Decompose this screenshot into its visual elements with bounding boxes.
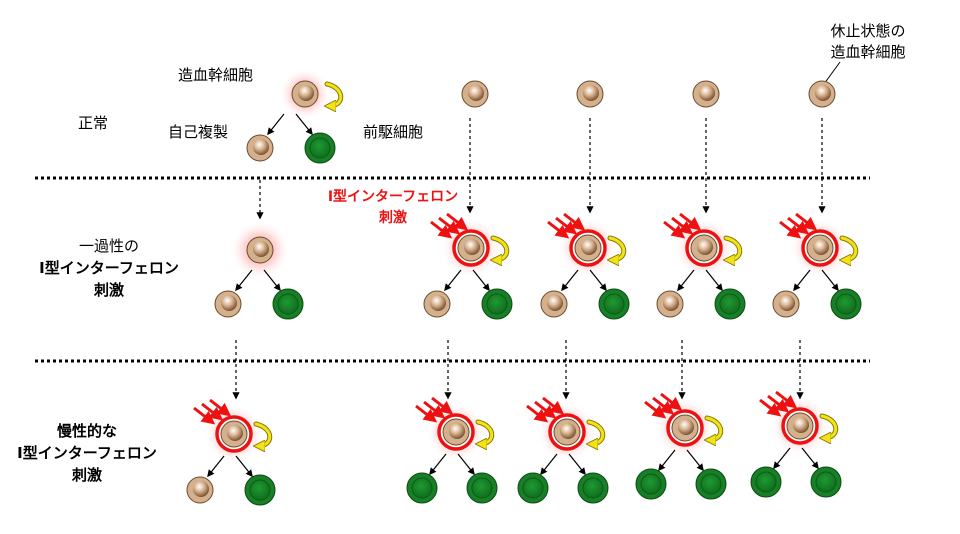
division-arrow-left (793, 269, 811, 292)
progenitor-nucleus (835, 293, 857, 315)
hsc-nucleus (468, 85, 484, 101)
label-quiescent-hsc-1: 休止状態の (830, 22, 905, 40)
self-renewal-arrow (589, 420, 605, 444)
self-renewal-arrow (493, 236, 509, 260)
division-arrow-left (773, 447, 791, 470)
label-quiescent-hsc-2: 造血幹細胞 (830, 43, 905, 61)
progenitor-nucleus (719, 293, 741, 315)
ifn-stimulus-arrow (775, 390, 798, 409)
row-label-transient-1: 一過性の (79, 237, 139, 255)
progenitor-nucleus (603, 293, 625, 315)
row-label-chronic-3: 刺激 (72, 466, 103, 484)
hsc-nucleus (663, 295, 679, 311)
hsc-nucleus (793, 417, 809, 433)
division-arrow-right (457, 453, 475, 476)
label-progenitor: 前駆細胞 (363, 123, 423, 141)
ifn-stimulus-arrow (446, 212, 469, 231)
self-renewal-arrow (707, 416, 723, 440)
self-renewal-arrow (822, 414, 838, 438)
progenitor-nucleus (411, 477, 433, 499)
hsc-nucleus (583, 85, 599, 101)
self-renewal-arrow (610, 236, 626, 260)
ifn-stimulus-arrow (795, 212, 818, 231)
division-arrow-left (658, 449, 676, 472)
row-label-transient-3: 刺激 (94, 281, 125, 299)
division-arrow-left (429, 453, 447, 476)
division-arrow-left (444, 269, 462, 292)
self-renewal-arrow (256, 422, 272, 446)
progenitor-nucleus (755, 471, 777, 493)
label-hsc: 造血幹細胞 (178, 66, 253, 84)
progenitor-nucleus (640, 473, 662, 495)
ifn-stimulus-arrow (209, 398, 232, 417)
hsc-nucleus (253, 139, 269, 155)
progenitor-nucleus (471, 477, 493, 499)
division-arrow-right (705, 269, 723, 292)
hsc-nucleus (813, 239, 829, 255)
hsc-nucleus (547, 295, 563, 311)
hsc-nucleus (678, 419, 694, 435)
hsc-nucleus (697, 239, 713, 255)
division-arrow-right (295, 113, 313, 136)
division-arrow-right (235, 455, 253, 478)
self-renewal-arrow (478, 420, 494, 444)
progenitor-nucleus (309, 137, 331, 159)
hsc-nucleus (227, 425, 243, 441)
self-renewal-arrow (327, 82, 343, 106)
row-label-chronic-2: I型インターフェロン (17, 444, 157, 462)
progenitor-nucleus (249, 479, 271, 501)
label-ifn-stimulus-2: 刺激 (379, 209, 407, 226)
division-arrow-right (686, 449, 704, 472)
row-label-transient-2: I型インターフェロン (39, 259, 179, 277)
division-arrow-left (677, 269, 695, 292)
label-self-renewal: 自己複製 (168, 123, 228, 141)
row-label-normal: 正常 (78, 114, 108, 132)
division-arrow-right (472, 269, 490, 292)
label-ifn-stimulus-1: I型インターフェロン (328, 188, 458, 205)
hsc-nucleus (581, 239, 597, 255)
division-arrow-left (235, 269, 253, 292)
ifn-stimulus-arrow (660, 392, 683, 411)
progenitor-nucleus (277, 293, 299, 315)
hsc-nucleus (779, 295, 795, 311)
hsc-nucleus (430, 295, 446, 311)
hsc-nucleus (560, 423, 576, 439)
division-arrow-right (263, 269, 281, 292)
hsc-nucleus (449, 423, 465, 439)
division-arrow-right (568, 453, 586, 476)
progenitor-nucleus (486, 293, 508, 315)
row-label-chronic-1: 慢性的な (57, 422, 117, 440)
hsc-nucleus (193, 481, 209, 497)
division-arrow-left (540, 453, 558, 476)
progenitor-nucleus (582, 477, 604, 499)
division-arrow-left (207, 455, 225, 478)
division-arrow-left (267, 113, 285, 136)
hsc-nucleus (815, 85, 831, 101)
ifn-stimulus-arrow (542, 396, 565, 415)
hsc-nucleus (699, 85, 715, 101)
ifn-stimulus-arrow (431, 396, 454, 415)
hsc-nucleus (221, 295, 237, 311)
division-arrow-left (561, 269, 579, 292)
hsc-nucleus (464, 239, 480, 255)
hsc-nucleus (298, 85, 314, 101)
progenitor-nucleus (522, 477, 544, 499)
self-renewal-arrow (726, 236, 742, 260)
hsc-nucleus (253, 241, 269, 257)
division-arrow-right (589, 269, 607, 292)
ifn-stimulus-arrow (563, 212, 586, 231)
cells-layer (186, 68, 862, 506)
division-arrow-right (801, 447, 819, 470)
ifn-stimulus-arrow (679, 212, 702, 231)
pointer-line (823, 61, 841, 85)
self-renewal-arrow (842, 236, 858, 260)
progenitor-nucleus (815, 471, 837, 493)
progenitor-nucleus (700, 473, 722, 495)
division-arrow-right (821, 269, 839, 292)
